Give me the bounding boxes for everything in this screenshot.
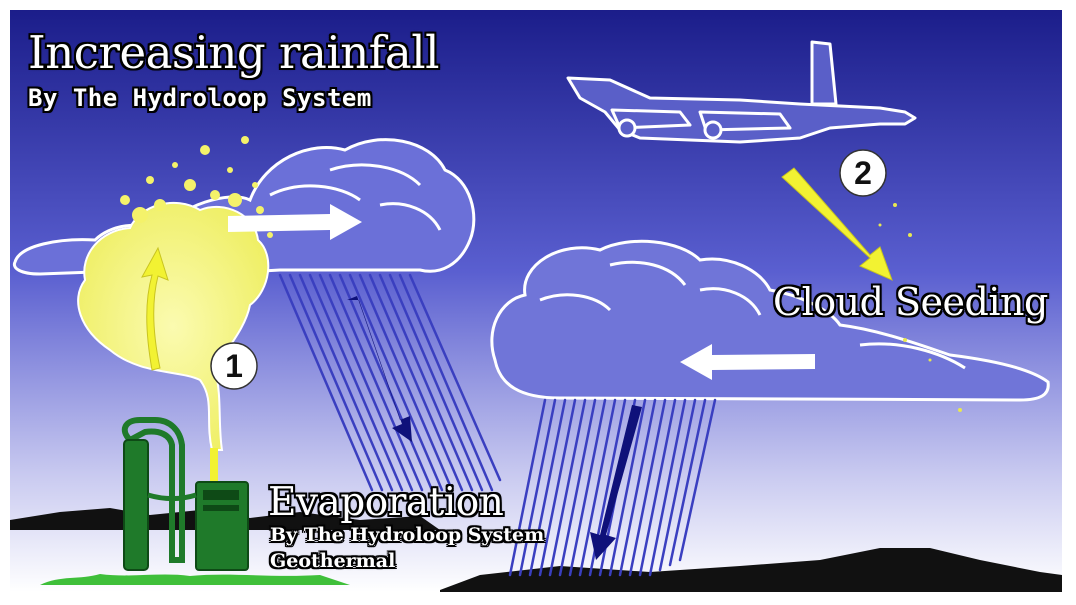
arrow-icon [228,204,362,240]
arrow-icon [141,246,169,371]
step-2-circle [839,149,887,197]
step-2-number: 2 [854,155,872,191]
arrow-icon [781,167,893,281]
rain-icon [278,273,502,492]
page-subtitle: By The Hydroloop System [28,84,372,112]
evaporator-machine-icon [40,417,350,585]
cloud-seeding-label: Cloud Seeding [773,280,1048,324]
evaporation-label: Evaporation [268,480,504,525]
step-1-number: 1 [225,348,243,384]
vapor-plume [77,136,273,451]
airplane-icon [566,40,917,144]
step-1-circle [210,342,258,390]
arrow-icon [347,296,412,442]
page-title: Increasing rainfall [28,26,440,79]
evaporation-geothermal-label: Geothermal [270,550,396,572]
evaporation-sublabel: By The Hydroloop System [270,524,545,546]
arrow-icon [590,405,642,560]
ground-right [440,548,1062,592]
cloud-icon [490,239,1050,402]
arrow-icon [680,344,815,380]
